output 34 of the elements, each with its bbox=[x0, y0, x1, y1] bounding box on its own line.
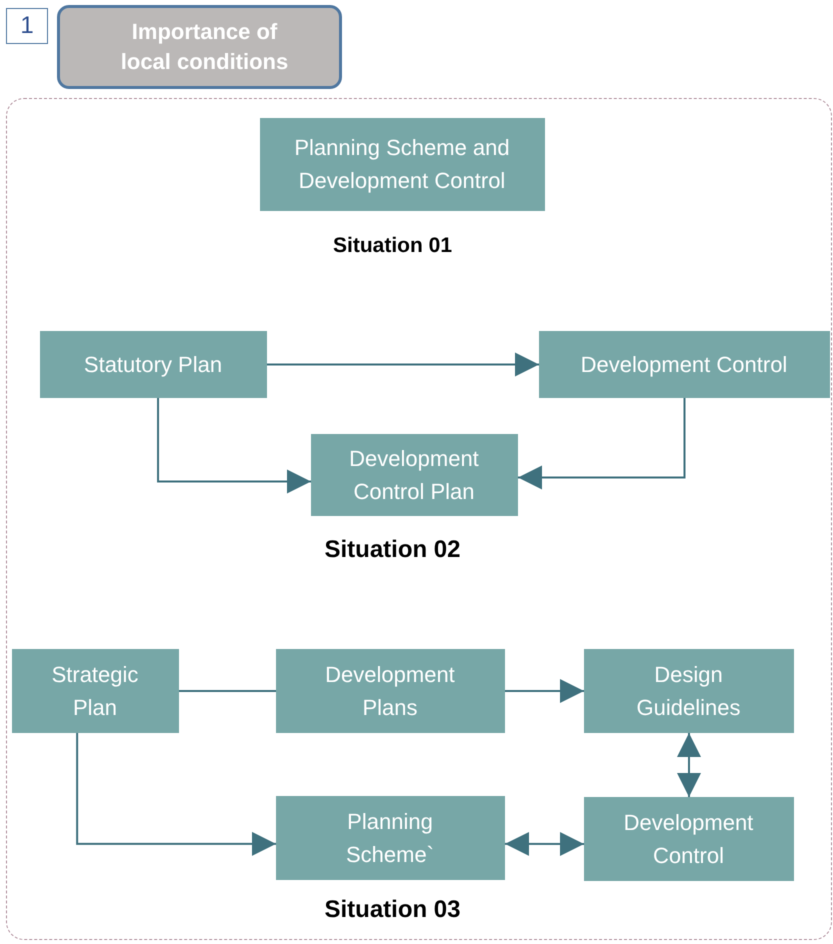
situation-label: Situation 01 bbox=[332, 234, 452, 258]
situation-label: Situation 03 bbox=[324, 896, 461, 924]
arrow bbox=[677, 733, 701, 797]
process-box bbox=[260, 118, 544, 210]
arrow bbox=[505, 679, 584, 703]
process-box bbox=[584, 648, 794, 732]
box-label: Development Control Plan bbox=[348, 444, 480, 506]
title-box bbox=[57, 5, 342, 89]
box-label: Strategic Plan bbox=[50, 660, 140, 722]
dashed-frame bbox=[6, 98, 832, 940]
arrow bbox=[505, 832, 584, 856]
arrow bbox=[267, 352, 539, 376]
number-box bbox=[6, 8, 48, 44]
box-label: Importance of local conditions bbox=[120, 18, 289, 76]
box-label: Planning Scheme` bbox=[344, 808, 436, 868]
process-box bbox=[12, 648, 178, 732]
connector-line bbox=[179, 690, 276, 692]
process-box bbox=[276, 796, 504, 880]
process-box bbox=[538, 330, 830, 398]
box-label: 1 bbox=[20, 12, 34, 40]
box-label: Development Control bbox=[622, 808, 754, 870]
box-label: Development Control bbox=[580, 350, 788, 379]
situation-label: Situation 02 bbox=[324, 536, 461, 564]
process-box bbox=[40, 330, 266, 398]
process-box bbox=[584, 796, 794, 880]
process-box bbox=[310, 434, 518, 516]
process-box bbox=[276, 648, 504, 732]
box-label: Statutory Plan bbox=[84, 350, 222, 379]
arrow bbox=[76, 733, 276, 856]
box-label: Development Plans bbox=[324, 660, 456, 722]
arrow bbox=[157, 398, 311, 494]
arrow bbox=[518, 398, 686, 490]
box-label: Design Guidelines bbox=[636, 660, 742, 722]
box-label: Planning Scheme and Development Control bbox=[293, 134, 511, 195]
